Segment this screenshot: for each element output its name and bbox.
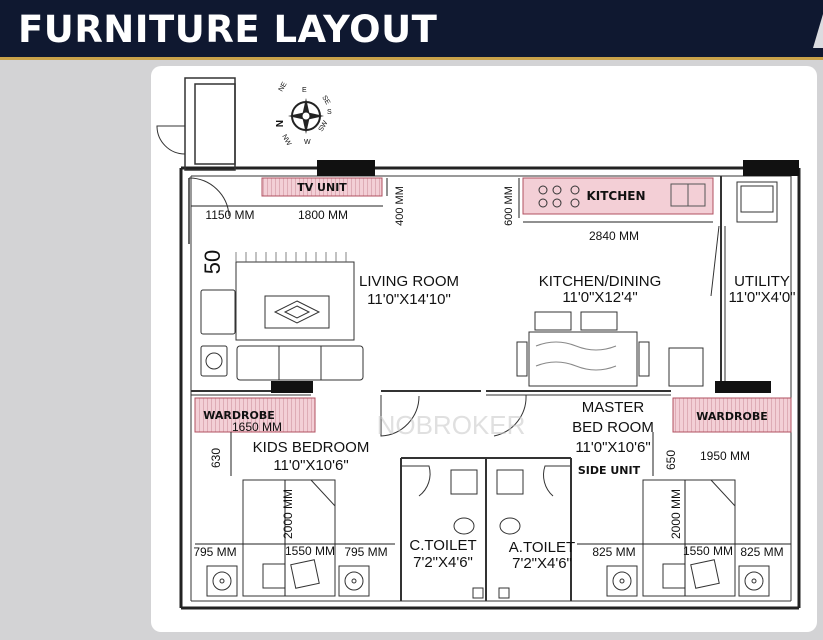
kitchen-dining-size: 11'0"X12'4" [562,289,637,306]
dim-tv-depth: 400 MM [394,186,406,226]
a-toilet-name: A.TOILET [509,539,575,556]
entry-lobby [156,77,236,244]
compass-icon: SE S SW W NW N NE E [273,81,332,148]
kids-wardrobe [194,397,316,433]
dim-kids-right: 795 MM [344,545,387,559]
compass-n: N [273,120,284,127]
compass-e: E [302,87,307,94]
utility-door [710,225,720,297]
toilet-fixtures [450,469,524,599]
tv-unit [261,177,383,197]
utility-appliance [736,181,778,223]
wall-blocks [271,160,799,393]
master-size: 11'0"X10'6" [575,439,650,456]
dim-kids-bed-length: 2000 MM [281,489,295,539]
dimension-lines [191,178,791,596]
corner-accent-icon [813,14,823,48]
dining-table [516,311,704,387]
dim-kids-left: 795 MM [193,545,236,559]
tv-unit-label: TV UNIT [297,181,347,194]
compass-nw: NW [280,134,292,148]
page-title: FURNITURE LAYOUT [18,8,438,51]
c-toilet-size: 7'2"X4'6" [413,554,473,571]
living-room-size: 11'0"X14'10" [367,291,451,308]
side-unit-label: SIDE UNIT [578,464,641,477]
compass-sw: SW [318,119,330,133]
dim-master-bed-length: 2000 MM [669,489,683,539]
kids-wardrobe-label: WARDROBE [203,409,274,422]
kitchen-label: KITCHEN [586,189,645,203]
wall-number-label: 50 [200,250,225,274]
master-wardrobe-label: WARDROBE [696,410,767,423]
plan-card [151,66,817,632]
dim-entry-width: 1150 MM [205,208,254,222]
kitchen-counter [522,177,714,215]
master-nightstands [606,565,770,597]
dim-kitchen-length: 2840 MM [589,229,639,243]
dim-kitchen-depth: 600 MM [503,186,515,226]
dim-kids-630: 630 [209,448,223,468]
master-wardrobe [672,397,792,433]
living-room-name: LIVING ROOM [359,273,459,290]
outer-walls [179,166,801,610]
watermark-text: NOBROKER [377,410,526,440]
master-bed [642,479,736,597]
dim-master-650: 650 [664,450,678,470]
dim-master-wardrobe: 1950 MM [700,449,750,463]
compass-ne: NE [278,81,289,93]
utility-name: UTILITY [734,273,790,290]
living-furniture [200,252,364,381]
kids-nightstands [206,565,370,597]
kitchen-dining-name: KITCHEN/DINING [539,273,662,290]
utility-size: 11'0"X4'0" [729,289,796,306]
inner-walls [190,175,792,602]
compass-se: SE [320,95,331,107]
master-name-line2: BED ROOM [572,419,654,436]
header-banner: FURNITURE LAYOUT [0,0,823,60]
kids-room-name: KIDS BEDROOM [253,439,370,456]
kids-room-size: 11'0"X10'6" [273,457,348,474]
floor-plan: SE S SW W NW N NE E TV UNIT KITCHEN [156,77,801,610]
dim-kids-wardrobe: 1650 MM [232,420,282,434]
dim-master-left: 825 MM [592,545,635,559]
a-toilet-size: 7'2"X4'6" [512,555,572,572]
dim-kids-bed-width: 1550 MM [285,544,335,558]
dim-master-right: 825 MM [740,545,783,559]
room-doors [380,394,571,497]
dim-master-bed-width: 1550 MM [683,544,733,558]
master-name-line1: MASTER [582,399,645,416]
dim-tv-length: 1800 MM [298,208,348,222]
c-toilet-name: C.TOILET [409,537,476,554]
compass-w: W [304,139,311,146]
compass-s: S [327,109,332,116]
